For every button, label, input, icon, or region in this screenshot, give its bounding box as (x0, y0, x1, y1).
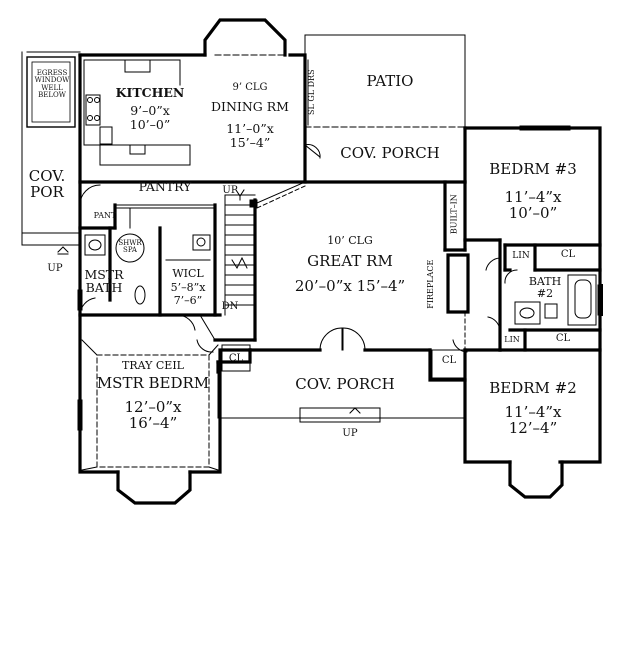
cov-porch-top-label: COV. PORCH (340, 144, 440, 162)
kitchen-name: KITCHEN (115, 85, 185, 100)
wicl-name: WICL (172, 267, 204, 280)
bedroom2-dim1: 11’–4”x (504, 403, 562, 421)
front-up-label: UP (342, 428, 358, 439)
bedroom3-dim1: 11’–4”x (504, 188, 562, 206)
linen-closet-1: LIN (512, 251, 530, 261)
sliding-glass-doors-label: SL GL DRS (306, 69, 316, 115)
stair-down-label: DN (221, 301, 239, 312)
bath2-label: BATH#2 (528, 275, 562, 300)
kitchen-dim2: 10’–0” (129, 117, 171, 132)
built-in-label: BUILT–IN (449, 194, 459, 235)
closet-left: CL (228, 353, 244, 364)
wicl-dim2: 7’–6” (173, 294, 203, 307)
closet-mid: CL (555, 333, 571, 344)
great-room-ceiling: 10’ CLG (327, 234, 373, 247)
bedroom3-name: BEDRM #3 (489, 160, 577, 178)
dining-dim2: 15’–4” (229, 135, 271, 150)
master-bedroom-name: MSTR BEDRM (96, 374, 210, 392)
dining-ceiling: 9’ CLG (232, 82, 268, 93)
pant-label: PANT (93, 211, 117, 220)
master-tray-ceiling: TRAY CEIL (122, 359, 184, 372)
cov-porch-front-label: COV. PORCH (295, 375, 395, 393)
cov-por-label: COV.POR (28, 167, 66, 201)
master-bedroom-dim1: 12’–0”x (124, 398, 182, 416)
bedroom3-dim2: 10’–0” (508, 204, 558, 222)
wicl-dim1: 5’–8”x (170, 281, 206, 294)
kitchen-dim1: 9’–0”x (130, 103, 170, 118)
master-bedroom-dim2: 16’–4” (128, 414, 178, 432)
patio-label: PATIO (366, 72, 414, 90)
great-room-name: GREAT RM (307, 252, 393, 270)
closet-right: CL (441, 355, 457, 366)
bedroom2-dim2: 12’–4” (508, 419, 558, 437)
pantry-label: PANTRY (138, 179, 192, 194)
closet-top: CL (560, 249, 576, 260)
dining-name: DINING RM (211, 99, 289, 114)
interior-details (21, 34, 603, 471)
stair-up-label: UP (222, 185, 238, 196)
dining-dim1: 11’–0”x (226, 121, 274, 136)
fireplace-label: FIREPLACE (425, 259, 435, 309)
bedroom2-name: BEDRM #2 (489, 379, 577, 397)
great-room-dims: 20’–0”x 15’–4” (294, 277, 406, 295)
left-up-label: UP (47, 263, 63, 274)
linen-closet-2: LIN (504, 335, 520, 344)
